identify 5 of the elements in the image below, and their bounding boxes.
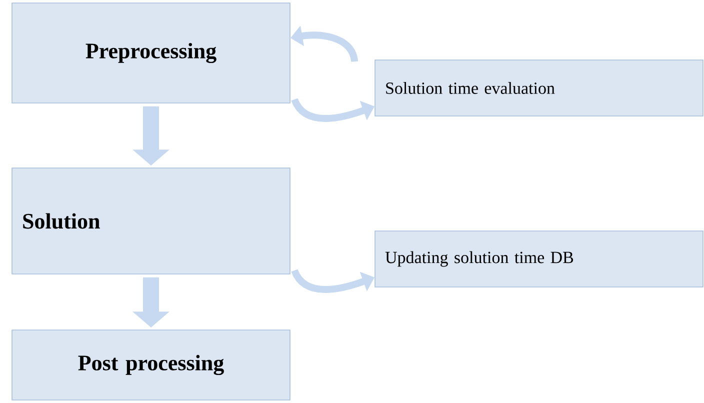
process-box: Solution [12, 168, 290, 274]
note-box: Solution time evaluation [374, 60, 704, 116]
process-box: Post processing [12, 330, 290, 400]
process-box: Preprocessing [12, 2, 290, 104]
note-box: Updating solution time DB [374, 230, 704, 288]
